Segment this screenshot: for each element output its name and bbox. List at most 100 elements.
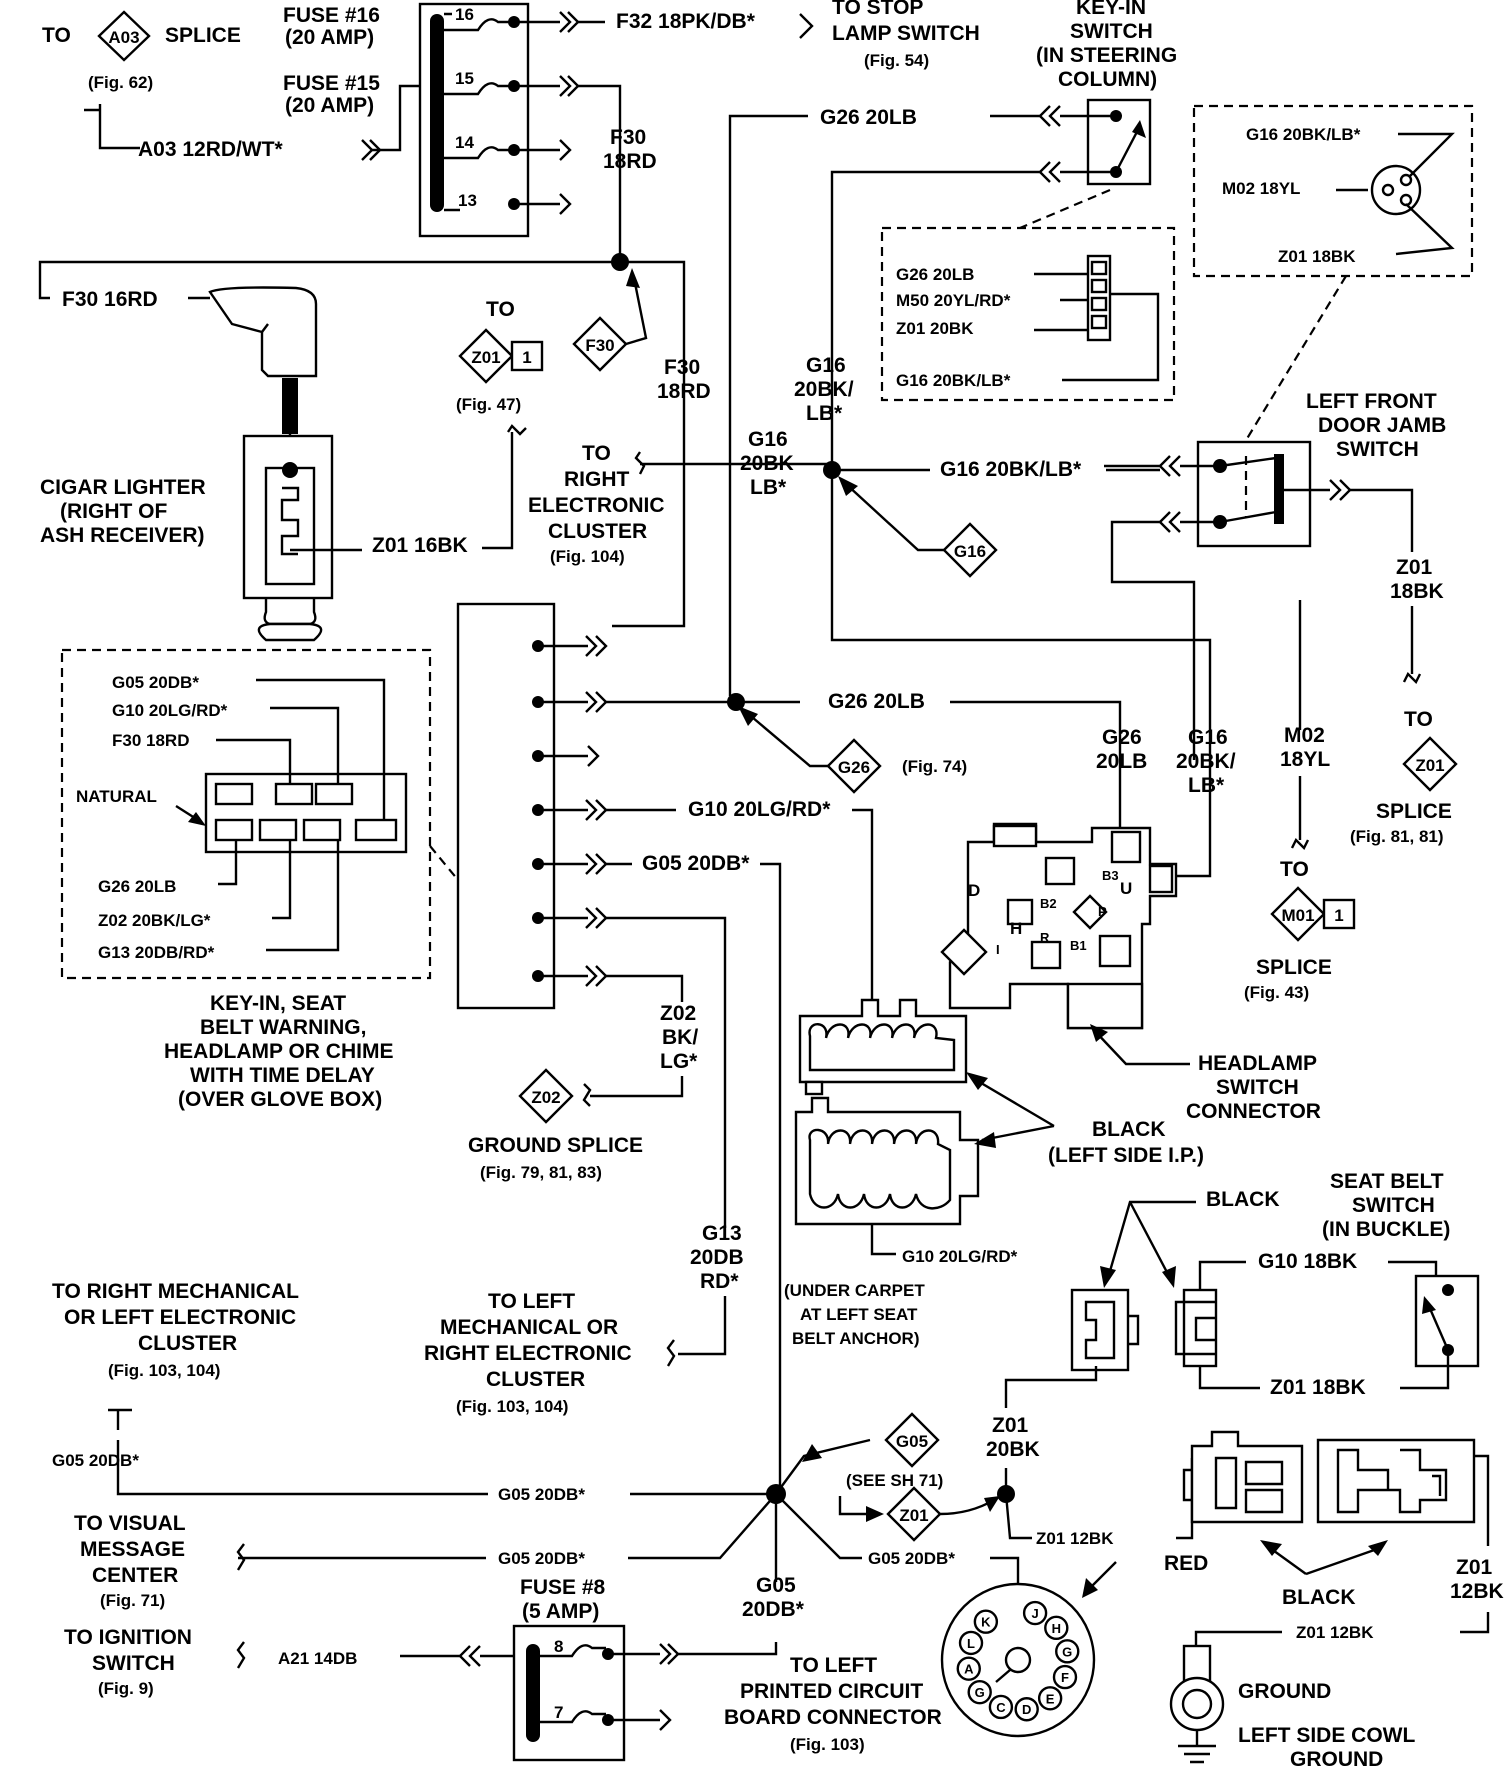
pin-r: R: [1040, 930, 1050, 945]
label-cigar-b: (RIGHT OF: [60, 500, 167, 523]
wire-g16-vertical: [830, 170, 1212, 760]
wire-f30-18rd: [612, 260, 686, 628]
splice-g26-dot: [727, 693, 745, 711]
label-black3: BLACK: [1282, 1586, 1356, 1609]
round-pin-circle: [1022, 1600, 1048, 1626]
splice-f30-code: F30: [585, 336, 614, 355]
label-stop-b: LAMP SWITCH: [832, 22, 980, 45]
label-to-z01: TO: [486, 298, 515, 321]
label-z01-r1: Z01: [1396, 556, 1433, 579]
splice-g26-code: G26: [838, 758, 870, 777]
round-pin-label: G: [975, 1685, 985, 1700]
label-g16-a2: 20BK/: [794, 378, 854, 401]
label-trm-a: TO RIGHT MECHANICAL: [52, 1280, 299, 1303]
wire-f30-main: [578, 84, 622, 262]
label-g16-b1: G16: [748, 428, 788, 451]
label-uc-b: AT LEFT SEAT: [800, 1305, 918, 1324]
fuse-13-number: 13: [458, 191, 477, 210]
round-pin-circle: [1044, 1615, 1069, 1641]
round-pin-label: K: [981, 1615, 991, 1630]
label-tis-a: TO IGNITION: [64, 1626, 192, 1649]
splice-g16-icon: [942, 522, 998, 578]
label-uc-c: BELT ANCHOR): [792, 1329, 919, 1348]
pin-i: I: [996, 942, 1000, 957]
label-tlm-b: MECHANICAL OR: [440, 1316, 618, 1339]
label-fuse16-a: FUSE #16: [283, 4, 380, 27]
splice-m01-icon: [1270, 886, 1326, 942]
label-black1: BLACK: [1092, 1118, 1166, 1141]
label-z01-e1: Z01: [1456, 1556, 1493, 1579]
label-g16-mid: G16 20BK/LB*: [940, 458, 1082, 481]
black-connector-bottom: [1316, 1438, 1476, 1524]
splice-g16-code: G16: [954, 542, 986, 561]
round-pin-label: H: [1052, 1621, 1061, 1636]
label-black2: BLACK: [1206, 1188, 1280, 1211]
label-fuse16-b: (20 AMP): [285, 26, 374, 49]
label-g13-b: 20DB: [690, 1246, 744, 1269]
fuse-bus-bar: [430, 14, 444, 212]
label-g26-20lb: G26 20LB: [98, 877, 176, 896]
splice-m01-code: M01: [1281, 906, 1314, 925]
label-tvmc-c: CENTER: [92, 1564, 178, 1587]
splice-m01-num: 1: [1334, 906, 1343, 925]
label-keyin-c: (IN STEERING: [1036, 44, 1177, 67]
label-f30-16rd: F30 16RD: [62, 288, 158, 311]
label-a21: A21 14DB: [278, 1649, 357, 1668]
label-fig103-104a: (Fig. 103, 104): [108, 1361, 220, 1380]
label-f32-wire: F32 18PK/DB*: [616, 10, 756, 33]
label-a03-wire: A03 12RD/WT*: [138, 138, 284, 161]
label-z01-top: Z01 18BK: [1278, 247, 1356, 266]
round-pin-circle: [958, 1630, 984, 1656]
splice-z01b-icon: [1402, 736, 1458, 792]
label-lfdj-c: SWITCH: [1336, 438, 1419, 461]
label-g10: G10 20LG/RD*: [112, 701, 228, 720]
label-f30-a: F30: [610, 126, 646, 149]
splice-z01-num: 1: [522, 348, 531, 367]
label-g16-a3: LB*: [806, 402, 843, 425]
label-z01-16bk: Z01 16BK: [372, 534, 468, 557]
label-fig43: (Fig. 43): [1244, 983, 1309, 1002]
pin-d: D: [968, 881, 980, 900]
label-tvmc-a: TO VISUAL: [74, 1512, 186, 1535]
label-keyin-d: COLUMN): [1058, 68, 1157, 91]
label-f30-18rd: F30 18RD: [112, 731, 189, 750]
label-fig103: (Fig. 103): [790, 1735, 865, 1754]
wire-a03-lead: [84, 104, 140, 150]
label-z01-c1: Z01: [992, 1414, 1029, 1437]
label-keyin-a: KEY-IN: [1076, 0, 1146, 19]
round-pin-circle: [956, 1656, 981, 1681]
label-splice-b: SPLICE: [1376, 800, 1452, 823]
label-seat-c: (IN BUCKLE): [1322, 1218, 1450, 1241]
pin-b2: B2: [1040, 896, 1057, 911]
label-red: RED: [1164, 1552, 1208, 1575]
pin-b1: B1: [1070, 938, 1087, 953]
label-g16-a1: G16: [806, 354, 846, 377]
round-pin-label: D: [1022, 1702, 1031, 1717]
label-f30-b: 18RD: [603, 150, 657, 173]
label-g05-mid: G05 20DB*: [498, 1485, 585, 1504]
pin-u: U: [1120, 879, 1132, 898]
label-keyin-b: SWITCH: [1070, 20, 1153, 43]
label-g05-mid2: G05 20DB*: [498, 1549, 585, 1568]
round-pin-circle: [1052, 1664, 1078, 1690]
round-pin-circle: [1055, 1639, 1080, 1664]
label-natural: NATURAL: [76, 787, 157, 806]
label-stop-a: TO STOP: [832, 0, 923, 19]
label-g05-v1: G05: [756, 1574, 796, 1597]
label-g05: G05 20DB*: [112, 673, 199, 692]
fuse-16-number: 16: [455, 5, 474, 24]
pin-h: H: [1010, 919, 1022, 938]
label-g10-bottom: G10 20LG/RD*: [902, 1247, 1018, 1266]
label-trm-b: OR LEFT ELECTRONIC: [64, 1306, 296, 1329]
label-g26-top: G26 20LB: [820, 106, 917, 129]
label-z01-r2: 18BK: [1390, 580, 1444, 603]
label-g10-18bk: G10 18BK: [1258, 1250, 1357, 1273]
label-g16-top: G16 20BK/LB*: [1246, 125, 1361, 144]
label-g16-b2: 20BK: [740, 452, 794, 475]
label-z01-e2: 12BK: [1450, 1580, 1504, 1603]
label-ground: GROUND: [1238, 1680, 1331, 1703]
splice-z02-icon: [518, 1068, 574, 1124]
splice-z01-icon: [458, 328, 514, 384]
label-tlm-a: TO LEFT: [488, 1290, 575, 1313]
